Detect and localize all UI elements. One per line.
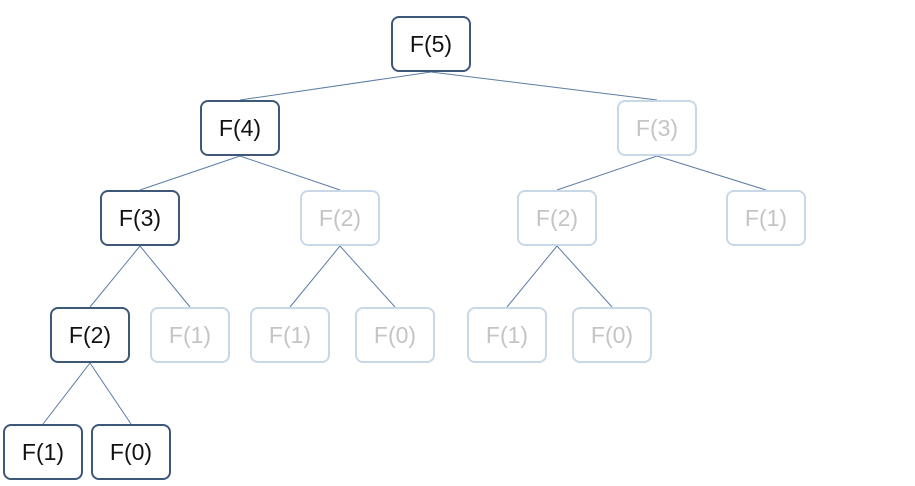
edge-n6-n12 <box>506 245 558 308</box>
node-f1-d: F(1) <box>467 307 547 363</box>
edge-n8-n14 <box>42 362 91 425</box>
node-f2-left: F(2) <box>50 307 130 363</box>
node-f3-right: F(3) <box>617 100 697 156</box>
edge-n3-n6 <box>556 155 658 191</box>
edge-n5-n10 <box>289 245 341 308</box>
node-f2-a: F(2) <box>300 190 380 246</box>
node-f3-left: F(3) <box>100 190 180 246</box>
edge-n1-n3 <box>430 71 658 101</box>
edge-n2-n4 <box>139 155 241 191</box>
node-f5: F(5) <box>391 16 471 72</box>
node-f2-b: F(2) <box>517 190 597 246</box>
edge-n1-n2 <box>239 71 432 101</box>
edge-n4-n8 <box>89 245 141 308</box>
edge-n6-n13 <box>556 245 613 308</box>
edge-n3-n7 <box>656 155 767 191</box>
edge-n4-n9 <box>139 245 191 308</box>
node-f1-left: F(1) <box>3 424 83 480</box>
node-f4: F(4) <box>200 100 280 156</box>
node-f0-b: F(0) <box>572 307 652 363</box>
edge-n5-n11 <box>339 245 396 308</box>
edge-n2-n5 <box>239 155 341 191</box>
edge-n8-n15 <box>89 362 132 425</box>
node-f1-c: F(1) <box>250 307 330 363</box>
node-f1-a: F(1) <box>726 190 806 246</box>
node-f1-b: F(1) <box>150 307 230 363</box>
node-f0-left: F(0) <box>91 424 171 480</box>
node-f0-a: F(0) <box>355 307 435 363</box>
